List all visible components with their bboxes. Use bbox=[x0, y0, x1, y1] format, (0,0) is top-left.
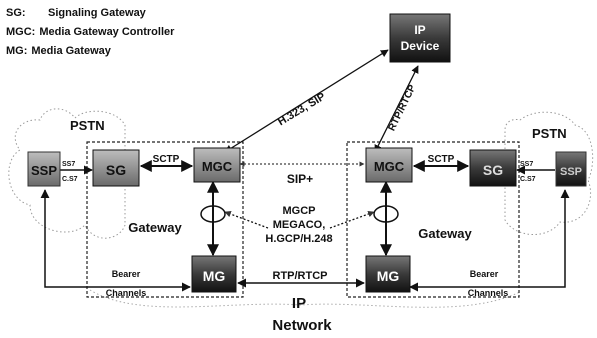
link-bearer-right bbox=[409, 189, 570, 292]
sg-left-label: SG bbox=[106, 162, 126, 178]
control-protocol-label-3: H.GCP/H.248 bbox=[265, 233, 332, 245]
mgc-left-label: MGC bbox=[202, 159, 233, 174]
control-protocol-label-1: MGCP bbox=[283, 205, 316, 217]
control-ellipse-left bbox=[200, 205, 226, 223]
ip-network-label-2: Network bbox=[272, 317, 332, 334]
pstn-left-label: PSTN bbox=[70, 118, 105, 133]
rtp-rtcp-top-label: RTP/RTCP bbox=[387, 83, 419, 133]
pstn-cloud-left bbox=[8, 108, 126, 239]
gateway-box-left bbox=[86, 141, 244, 298]
bearer-right-label-2: Channels bbox=[468, 288, 509, 298]
mg-right-node: MG bbox=[365, 255, 411, 293]
mgc-left-node: MGC bbox=[193, 147, 241, 183]
ssp-right-node: SSP bbox=[555, 151, 587, 187]
rtp-rtcp-bottom-label: RTP/RTCP bbox=[273, 270, 328, 282]
connections bbox=[40, 49, 570, 292]
link-h323-sip bbox=[224, 49, 389, 153]
gateway-left-label: Gateway bbox=[128, 220, 182, 235]
legend-item-mg: MG:Media Gateway bbox=[6, 45, 112, 57]
ssp-right-label: SSP bbox=[560, 166, 582, 178]
ip-device-label-1: IP bbox=[414, 23, 425, 37]
pstn-right-label: PSTN bbox=[532, 126, 567, 141]
sg-right-node: SG bbox=[469, 149, 517, 187]
mg-left-node: MG bbox=[191, 255, 237, 293]
sg-right-label: SG bbox=[483, 162, 503, 178]
ip-network-cloud bbox=[89, 289, 521, 308]
sg-left-node: SG bbox=[92, 149, 140, 187]
legend-item-sg: SG:Signaling Gateway bbox=[6, 7, 147, 19]
ip-device-node: IP Device bbox=[389, 13, 451, 63]
ss7-left-label-1: SS7 bbox=[62, 161, 75, 168]
link-rtp-rtcp-device bbox=[374, 65, 419, 153]
sip-plus-label: SIP+ bbox=[287, 172, 313, 186]
ip-device-label-2: Device bbox=[401, 39, 440, 53]
gateway-right-label: Gateway bbox=[418, 226, 472, 241]
mgc-right-label: MGC bbox=[374, 159, 405, 174]
link-control-right bbox=[329, 210, 375, 229]
legend: SG:Signaling Gateway MGC:Media Gateway C… bbox=[6, 7, 175, 57]
ssp-left-label: SSP bbox=[31, 163, 57, 178]
legend-item-mgc: MGC:Media Gateway Controller bbox=[6, 26, 175, 38]
sctp-left-label: SCTP bbox=[153, 154, 180, 165]
ss7-right-label-2: C.S7 bbox=[520, 176, 536, 183]
ss7-left-label-2: C.S7 bbox=[62, 176, 78, 183]
ip-network-label-1: IP bbox=[292, 295, 306, 312]
bearer-right-label-1: Bearer bbox=[470, 269, 499, 279]
bearer-left-label-2: Channels bbox=[106, 288, 147, 298]
bearer-left-label-1: Bearer bbox=[112, 269, 141, 279]
gateway-box-right bbox=[346, 141, 520, 298]
ss7-right-label-1: SS7 bbox=[520, 161, 533, 168]
ssp-left-node: SSP bbox=[27, 151, 61, 187]
link-control-left bbox=[224, 210, 269, 229]
control-protocol-label-2: MEGACO, bbox=[273, 219, 326, 231]
link-bearer-left bbox=[40, 189, 191, 292]
mgc-right-node: MGC bbox=[365, 147, 413, 183]
control-ellipse-right bbox=[373, 205, 399, 223]
h323-sip-label: H.323, SIP bbox=[276, 91, 328, 129]
sctp-right-label: SCTP bbox=[428, 154, 455, 165]
mg-left-label: MG bbox=[203, 268, 226, 284]
mg-right-label: MG bbox=[377, 268, 400, 284]
